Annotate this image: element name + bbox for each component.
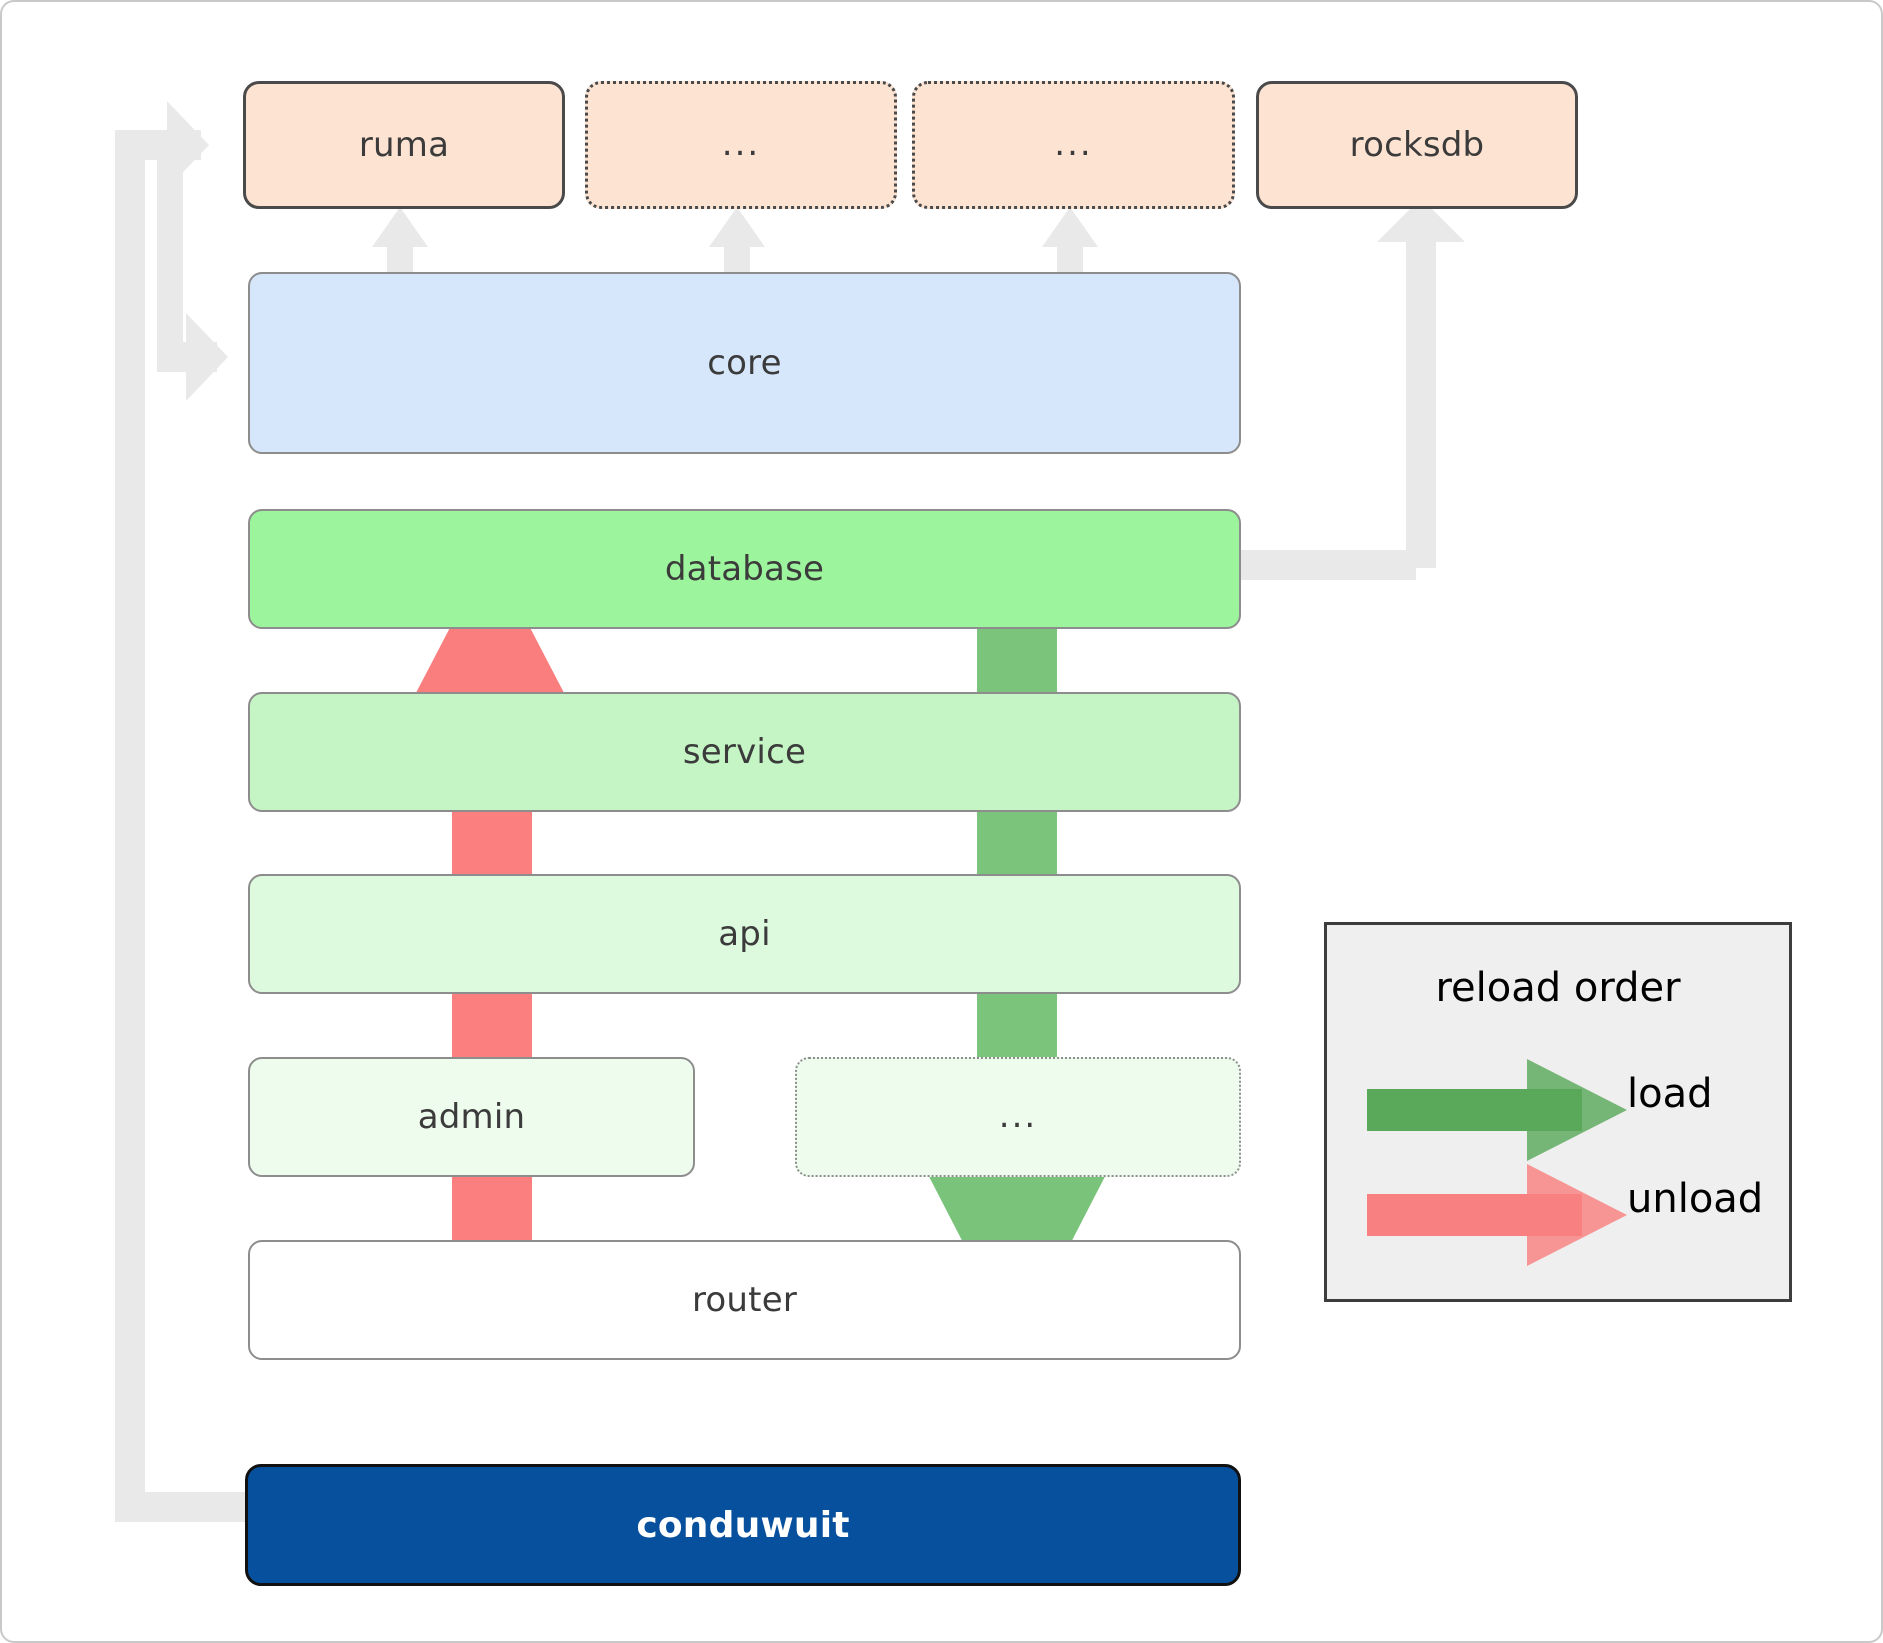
node-dep-placeholder-1[interactable]: ... (585, 81, 897, 209)
connector-core-to-ruma-arrowhead (372, 207, 428, 247)
node-layer-placeholder-label: ... (998, 1096, 1038, 1137)
node-api-label: api (718, 914, 771, 954)
node-layer-placeholder[interactable]: ... (795, 1057, 1241, 1177)
legend-load-label: load (1627, 1071, 1713, 1117)
node-api[interactable]: api (248, 874, 1241, 994)
node-router-label: router (691, 1280, 797, 1320)
node-admin[interactable]: admin (248, 1057, 695, 1177)
node-dep-placeholder-1-label: ... (721, 124, 761, 165)
legend-unload-arrow-head (1527, 1164, 1627, 1266)
legend-row-unload: unload (1327, 1160, 1789, 1270)
node-rocksdb[interactable]: rocksdb (1256, 81, 1578, 209)
node-admin-label: admin (417, 1097, 526, 1137)
connector-to-core-vertical (157, 130, 183, 360)
node-service-label: service (682, 732, 807, 772)
node-rocksdb-label: rocksdb (1349, 125, 1485, 165)
legend-title: reload order (1435, 965, 1681, 1011)
connector-to-core-arrowhead (186, 313, 228, 401)
node-core[interactable]: core (248, 272, 1241, 454)
legend-panel: reload order load unload (1324, 922, 1792, 1302)
connector-core-to-dep2-arrowhead (709, 207, 765, 247)
node-conduwuit[interactable]: conduwuit (245, 1464, 1241, 1586)
node-database-label: database (664, 549, 825, 589)
legend-row-load: load (1327, 1055, 1789, 1165)
connector-database-to-rocksdb-vertical (1406, 238, 1436, 568)
node-dep-placeholder-2-label: ... (1054, 124, 1093, 165)
connector-core-to-dep3-arrowhead (1042, 207, 1098, 247)
node-core-label: core (707, 343, 782, 383)
node-dep-placeholder-2[interactable]: ... (912, 81, 1235, 209)
node-database[interactable]: database (248, 509, 1241, 629)
connector-left-vertical (115, 130, 145, 1522)
node-ruma-label: ruma (358, 125, 450, 165)
legend-load-arrow-head (1527, 1059, 1627, 1161)
legend-unload-label: unload (1627, 1176, 1764, 1222)
node-router[interactable]: router (248, 1240, 1241, 1360)
node-service[interactable]: service (248, 692, 1241, 812)
connector-left-bottom-horizontal (115, 1492, 245, 1522)
node-ruma[interactable]: ruma (243, 81, 565, 209)
node-conduwuit-label: conduwuit (636, 1504, 850, 1546)
